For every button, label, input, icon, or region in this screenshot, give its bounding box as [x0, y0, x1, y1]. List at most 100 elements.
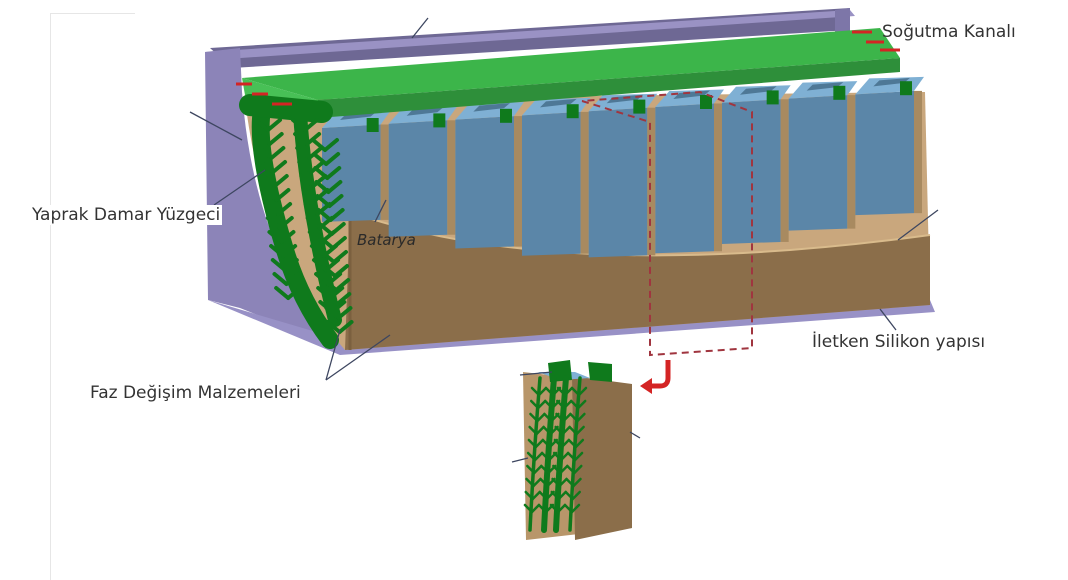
cell-vein-branch — [539, 477, 549, 488]
cell-vein-branch — [527, 438, 538, 449]
fin-connector — [900, 81, 912, 96]
battery-terminal — [606, 94, 644, 104]
vein-branch — [324, 152, 341, 166]
cell-vein-branch — [543, 399, 554, 410]
vein-branch — [323, 292, 340, 306]
vein-branch — [266, 118, 282, 132]
battery-cell — [388, 120, 448, 237]
vein-branch — [321, 264, 338, 278]
cell-vein-branch — [559, 464, 569, 475]
vein-branch — [316, 208, 333, 222]
cell-vein-branch — [569, 412, 579, 423]
vein-branch — [312, 152, 329, 166]
vein-branch — [267, 230, 284, 244]
fin-connector — [500, 108, 512, 123]
battery-cell — [522, 111, 581, 256]
cell-vein-branch — [541, 438, 552, 449]
vein-branch — [311, 138, 327, 152]
label-battery: Batarya — [357, 231, 416, 249]
vein-branch — [291, 118, 307, 132]
vein-branch — [317, 222, 334, 236]
cell-vein-branch — [567, 438, 578, 449]
vein-branch — [277, 216, 294, 230]
fin-connector — [433, 113, 446, 128]
battery-terminal — [740, 86, 777, 95]
cell-vein-branch — [574, 438, 585, 449]
pcm-separator — [514, 116, 522, 247]
vein-branch — [330, 236, 347, 250]
cell-vein-branch — [568, 425, 578, 436]
label-conductive-silicone: İletken Silikon yapısı — [812, 332, 986, 352]
cell-vein-branch — [557, 490, 567, 501]
vein-branch — [319, 250, 336, 264]
fin-connector — [566, 104, 579, 119]
battery-terminal — [806, 82, 844, 91]
cell-vein-branch — [533, 451, 544, 462]
vein-branch — [293, 132, 310, 146]
extract-arrow — [648, 360, 671, 389]
extracted-cell — [523, 360, 632, 540]
vein-branch — [315, 194, 332, 208]
cell-vein-branch — [551, 477, 561, 488]
vein-branch — [331, 250, 348, 264]
cell-vein-branch — [562, 399, 573, 410]
vein-branch — [326, 180, 343, 194]
vein-branch — [257, 146, 274, 160]
fin-connector — [833, 85, 846, 100]
cell-vein-branch — [575, 425, 585, 436]
vein-branch — [301, 188, 318, 202]
vein-branch — [309, 160, 326, 174]
housing-left-wall — [205, 48, 345, 350]
cell-vein-branch — [533, 464, 543, 475]
cell-vein-branch — [542, 425, 552, 436]
cell-vein-branch — [566, 451, 577, 462]
vein-branch — [307, 230, 324, 244]
cell-vein-branch — [553, 438, 564, 449]
vein-branch — [333, 264, 350, 278]
vein-branch — [282, 258, 299, 272]
fin-connector — [633, 99, 646, 114]
dashed-extract-outline — [581, 90, 753, 357]
cell-vein-branch — [531, 490, 541, 501]
vein-branch — [305, 216, 322, 230]
flow-arrows — [236, 30, 900, 106]
vein-branch — [318, 236, 335, 250]
cell-vein-branch — [563, 386, 574, 397]
battery-cells — [322, 76, 924, 258]
vein-branch — [336, 306, 353, 320]
vein-branch — [311, 174, 328, 188]
cell-vein-branch — [530, 503, 541, 514]
pcm-separator — [780, 99, 789, 242]
pcm-separator — [380, 124, 389, 220]
cell-vein-branch — [523, 503, 534, 514]
pcm-separator — [647, 107, 656, 256]
vein-branch — [255, 132, 272, 146]
vein-branch — [269, 146, 286, 160]
cooling-plate-top — [242, 28, 900, 100]
pcm-separator — [447, 120, 456, 235]
cell-vein-branch — [552, 464, 562, 475]
battery-terminal — [873, 77, 910, 87]
vein-branch — [328, 286, 345, 300]
pcm-separator — [714, 103, 722, 252]
cell-vein-branch — [561, 425, 571, 436]
vein-branch — [274, 188, 291, 202]
cooling-plate-front — [318, 58, 900, 118]
battery-terminal — [406, 107, 444, 116]
cell-vein-branch — [532, 477, 542, 488]
fin-connector — [366, 118, 379, 132]
cell-vein-branch — [524, 490, 534, 501]
battery-cell — [788, 95, 848, 231]
cell-vein-branch — [537, 386, 548, 397]
cell-vein-branch — [573, 451, 584, 462]
cell-vein-branch — [529, 399, 540, 410]
vein-branch — [329, 222, 346, 236]
vein-branch — [286, 286, 303, 300]
cell-vein-branch — [543, 412, 553, 423]
battery-terminal — [473, 103, 510, 112]
battery-cell — [455, 116, 514, 249]
cell-vein-branch — [525, 477, 535, 488]
vein-branch — [325, 320, 342, 334]
cell-vein-branch — [559, 451, 570, 462]
vein-branch — [254, 118, 270, 132]
